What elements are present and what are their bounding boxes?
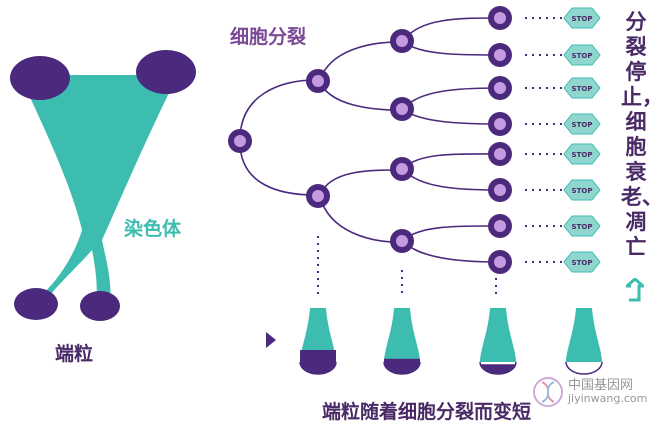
telomere-stages <box>299 308 603 375</box>
svg-text:STOP: STOP <box>572 151 593 159</box>
telomere-top-left <box>10 56 70 100</box>
stop-sign-6: STOP <box>563 179 601 201</box>
svg-text:STOP: STOP <box>572 15 593 23</box>
watermark-url: jiyinwang.com <box>568 392 648 405</box>
stop-sign-7: STOP <box>563 215 601 237</box>
stop-sign-5: STOP <box>563 143 601 165</box>
svg-text:STOP: STOP <box>572 223 593 231</box>
caption: 端粒随着细胞分裂而变短 <box>322 401 532 423</box>
chromatid-body <box>480 308 516 374</box>
cell-gen-3e <box>488 142 512 166</box>
chromosome <box>10 50 196 321</box>
watermark: 中国基因网 jiyinwang.com <box>532 372 654 412</box>
division-tree <box>239 17 498 263</box>
cell-gen-0 <box>228 129 252 153</box>
stop-sign-3: STOP <box>563 77 601 99</box>
chromosome-label: 染色体 <box>124 218 182 240</box>
telomere-top-right <box>136 50 196 94</box>
svg-text:STOP: STOP <box>572 85 593 93</box>
cell-gen-3a <box>488 6 512 30</box>
cell-gen-1a <box>306 69 330 93</box>
cell-gen-2b <box>390 97 414 121</box>
telomere-cap <box>384 358 420 374</box>
stop-sign-2: STOP <box>563 44 601 66</box>
cells <box>228 6 512 274</box>
stop-sign-8: STOP <box>563 251 601 273</box>
side-text: 分裂停止，细胞衰老、凋亡 <box>621 10 660 259</box>
cell-gen-3c <box>488 76 512 100</box>
telomere-label: 端粒 <box>55 343 94 365</box>
chromatid-body <box>566 308 602 374</box>
cell-gen-1b <box>306 184 330 208</box>
chromatid-body <box>384 308 420 374</box>
svg-text:STOP: STOP <box>572 187 593 195</box>
svg-text:STOP: STOP <box>572 259 593 267</box>
pointer-triangle <box>266 332 276 348</box>
cell-gen-3d <box>488 112 512 136</box>
cell-gen-3f <box>488 178 512 202</box>
stop-signs: STOP STOP STOP STOP STOP STOP STOP STOP <box>563 7 601 273</box>
cell-division-label: 细胞分裂 <box>230 26 307 48</box>
cell-gen-3g <box>488 214 512 238</box>
telomere-bottom-right <box>80 291 120 321</box>
telomere-stage-3 <box>479 308 517 375</box>
cell-gen-3h <box>488 250 512 274</box>
telomere-cap <box>300 350 336 374</box>
stop-sign-4: STOP <box>563 113 601 135</box>
generation-dotted-lines <box>317 236 497 298</box>
svg-text:STOP: STOP <box>572 52 593 60</box>
cell-gen-2a <box>390 29 414 53</box>
dna-logo-icon <box>533 377 563 407</box>
telomere-bottom-left <box>14 288 58 320</box>
arrow-up-icon <box>626 278 644 302</box>
cell-gen-2c <box>390 157 414 181</box>
cell-gen-2d <box>390 229 414 253</box>
telomere-outline <box>565 361 603 375</box>
telomere-stage-2 <box>383 308 421 375</box>
svg-text:STOP: STOP <box>572 121 593 129</box>
cell-gen-3b <box>488 43 512 67</box>
watermark-name: 中国基因网 <box>568 378 634 393</box>
telomere-cap <box>480 362 516 374</box>
stop-sign-1: STOP <box>563 7 601 29</box>
telomere-stage-1 <box>299 308 337 375</box>
stop-dotted-lines <box>525 17 562 263</box>
telomere-stage-4 <box>565 308 603 375</box>
